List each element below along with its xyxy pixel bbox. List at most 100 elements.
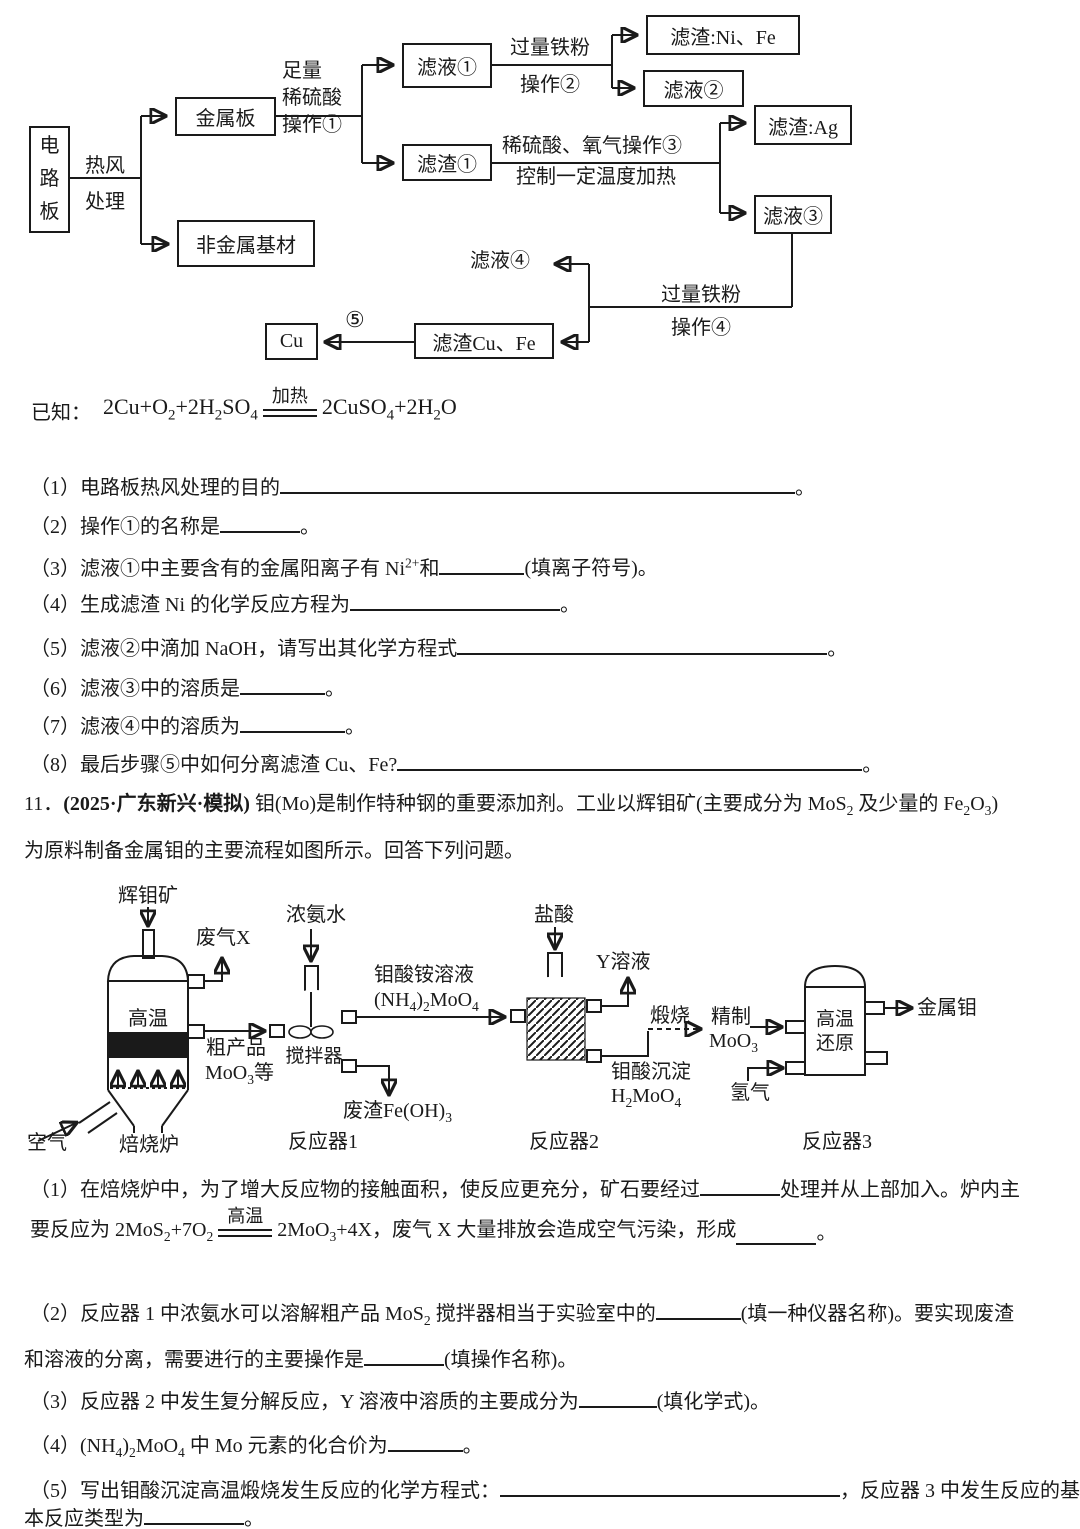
equation-rhs: 2CuSO4+2H2O xyxy=(321,394,457,424)
question-line-2: （2）操作①的名称是 。 xyxy=(30,511,320,541)
label-molybdic-precipitate: 钼酸沉淀 xyxy=(611,1061,691,1083)
label-step5: ⑤ xyxy=(345,307,365,332)
question-text: （3）反应器 2 中发生复分解反应，Y 溶液中溶质的主要成分为 xyxy=(30,1391,579,1413)
label-filtrate4: 滤液④ xyxy=(470,250,530,272)
q11-line-4: （4）(NH4)2MoO4 中 Mo 元素的化合价为 。 xyxy=(30,1430,483,1466)
q11-line-2b: 和溶液的分离，需要进行的主要操作是(填操作名称)。 xyxy=(24,1344,577,1374)
blank-underline xyxy=(280,472,795,494)
blank-underline xyxy=(350,589,560,611)
question-text: 。 xyxy=(816,1221,837,1244)
label-acid-oxygen-operation3: 稀硫酸、氧气操作③ xyxy=(502,135,682,157)
condition-text: 加热 xyxy=(271,386,308,406)
blank-underline xyxy=(457,633,828,655)
label-high-temp: 高温 xyxy=(128,1008,168,1030)
label-ammonia-water: 浓氨水 xyxy=(286,904,346,926)
label-ammonium-molybdate-formula: (NH4)2MoO4 xyxy=(374,989,479,1014)
blank-underline xyxy=(387,1430,463,1452)
question-text: （1）在焙烧炉中，为了增大反应物的接触面积，使反应更充分，矿石要经过 xyxy=(30,1179,700,1201)
question-text: 本反应类型为 xyxy=(24,1508,144,1529)
blank-underline xyxy=(144,1503,244,1525)
q11-intro-text: 为原料制备金属钼的主要流程如图所示。回答下列问题。 xyxy=(24,840,524,862)
blank-underline xyxy=(439,553,525,575)
label-y-solution: Y溶液 xyxy=(596,951,651,973)
question-line-5: （5）滤液②中滴加 NaOH，请写出其化学方程式。 xyxy=(30,633,847,663)
blank-underline xyxy=(397,749,863,771)
question-text: 。 xyxy=(462,1435,483,1457)
label-refined-moo3: MoO3 xyxy=(709,1030,759,1055)
question-line-6: （6）滤液③中的溶质是 。 xyxy=(30,673,345,703)
blank-underline xyxy=(220,511,300,533)
blank-underline xyxy=(500,1475,840,1497)
label-hot-air-treatment: 热风 处理 xyxy=(85,155,125,213)
label-molybdenite-ore: 辉钼矿 xyxy=(118,885,178,907)
label-temp-control: 控制一定温度加热 xyxy=(516,166,676,188)
label-h2moo4: H2MoO4 xyxy=(611,1085,682,1110)
question-text: (填离子符号)。 xyxy=(524,557,658,580)
q11-line-5a: （5）写出钼酸沉淀高温煅烧发生反应的化学方程式： ，反应器 3 中发生反应的基 xyxy=(30,1475,1080,1505)
question-text: （5）写出钼酸沉淀高温煅烧发生反应的化学方程式： xyxy=(30,1480,500,1502)
box-residue1: 滤渣① xyxy=(402,144,492,181)
q11-line-2a: （2）反应器 1 中浓氨水可以溶解粗产品 MoS2 搅拌器相当于实验室中的(填一… xyxy=(30,1298,1014,1334)
question-text: 。 xyxy=(795,477,815,499)
blank-underline xyxy=(240,711,345,733)
label-reactor3: 反应器3 xyxy=(802,1131,872,1153)
roaster-furnace xyxy=(37,907,264,1142)
question-text: (填化学式)。 xyxy=(656,1391,771,1413)
q11-line-5b: 本反应类型为。 xyxy=(24,1503,264,1529)
label-iron-operation2: 过量铁粉 操作② xyxy=(510,37,590,96)
box-residue-ag: 滤渣:Ag xyxy=(754,105,852,145)
flowchart-connectors xyxy=(70,35,793,342)
q11-intro-line1: 11．(2025·广东新兴·模拟) 钼(Mo)是制作特种钢的重要添加剂。工业以辉… xyxy=(24,791,998,824)
q11-source-tag: (2025·广东新兴·模拟) xyxy=(63,793,250,815)
q11-line-1a: （1）在焙烧炉中，为了增大反应物的接触面积，使反应更充分，矿石要经过处理并从上部… xyxy=(30,1174,1020,1204)
question-text: （8）最后步骤⑤中如何分离滤渣 Cu、Fe? xyxy=(30,754,398,776)
label-hydrogen: 氢气 xyxy=(730,1082,770,1104)
box-filtrate2: 滤液② xyxy=(643,70,744,107)
question-text: （4）(NH4)2MoO4 中 Mo 元素的化合价为 xyxy=(30,1435,388,1460)
question-text: （3）滤液①中主要含有的金属阳离子有 Ni2+和 xyxy=(30,555,440,580)
equation-condition: 加热 xyxy=(262,386,317,425)
q11-number: 11． xyxy=(24,793,64,815)
q11-intro-line2: 为原料制备金属钼的主要流程如图所示。回答下列问题。 xyxy=(24,838,524,865)
box-filtrate3: 滤液③ xyxy=(754,195,832,234)
label-crude-product: 粗产品 xyxy=(206,1037,266,1059)
label-reactor2: 反应器2 xyxy=(529,1131,599,1153)
known-label: 已知： xyxy=(31,401,91,424)
label-calcine: 煅烧 xyxy=(650,1005,690,1027)
condition-text: 高温 xyxy=(227,1206,264,1226)
label-waste-gas-x: 废气X xyxy=(196,927,251,949)
question-text: （7）滤液④中的溶质为 xyxy=(30,716,240,738)
question-text: 。 xyxy=(300,516,320,538)
question-line-3: （3）滤液①中主要含有的金属阳离子有 Ni2+和 (填离子符号)。 xyxy=(30,549,658,583)
question-text: 。 xyxy=(827,638,848,660)
box-circuit-board-label: 电路板 xyxy=(39,135,60,223)
question-text: 。 xyxy=(862,754,883,776)
blank-underline xyxy=(578,1386,657,1408)
label-reactor1: 反应器1 xyxy=(288,1131,358,1153)
box-residue-ni-fe: 滤渣:Ni、Fe xyxy=(646,15,800,55)
question-text: 要反应为 2MoS2+7O2 xyxy=(30,1218,214,1244)
reactor3-vessel xyxy=(747,964,911,1081)
question-text: （2）操作①的名称是 xyxy=(30,516,220,538)
label-air: 空气 xyxy=(27,1132,67,1154)
question-text: 。 xyxy=(560,594,580,616)
blank-underline xyxy=(736,1223,817,1245)
box-cu: Cu xyxy=(265,323,318,360)
box-filtrate1: 滤液① xyxy=(402,43,492,88)
box-nonmetal-base: 非金属基材 xyxy=(177,220,315,267)
label-waste-residue: 废渣Fe(OH)3 xyxy=(343,1100,453,1125)
blank-underline xyxy=(364,1344,444,1366)
known-equation: 已知： 2Cu+O2+2H2SO4 加热 2CuSO4+2H2O xyxy=(31,386,457,425)
process-diagram xyxy=(37,907,1080,1142)
question-text: 。 xyxy=(325,678,345,700)
question-text: （6）滤液③中的溶质是 xyxy=(30,678,240,700)
box-residue-cu-fe: 滤渣Cu、Fe xyxy=(414,323,554,359)
label-high-temp-reduction: 高温 还原 xyxy=(815,1009,854,1054)
label-iron-operation4: 过量铁粉 操作④ xyxy=(661,284,741,339)
reactor1-vessel xyxy=(269,929,504,1100)
q11-line-1b: 要反应为 2MoS2+7O2 高温 2MoO3+4X，废气 X 大量排放会造成空… xyxy=(30,1206,836,1245)
q11-line-3: （3）反应器 2 中发生复分解反应，Y 溶液中溶质的主要成分为 (填化学式)。 xyxy=(30,1386,770,1416)
question-text: 和溶液的分离，需要进行的主要操作是 xyxy=(24,1349,364,1371)
question-text: ，反应器 3 中发生反应的基 xyxy=(840,1480,1080,1502)
